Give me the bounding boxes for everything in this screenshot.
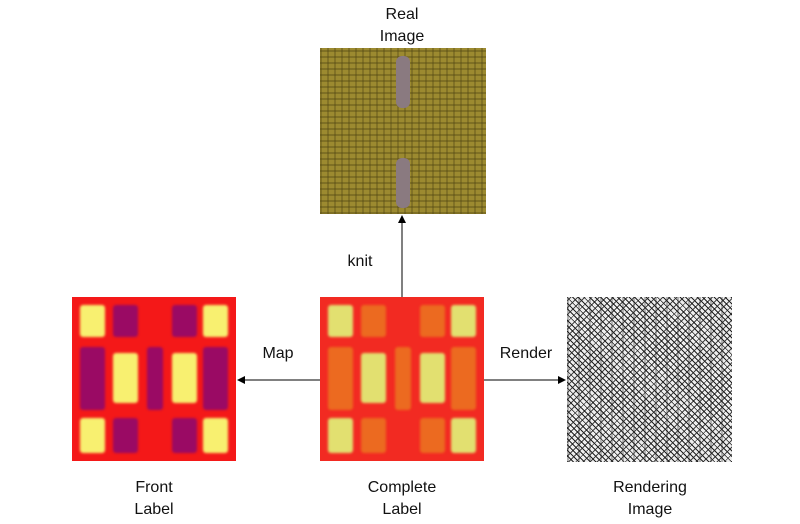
orange-cell <box>420 305 445 337</box>
orange-cell <box>395 347 411 410</box>
yellow-cell <box>451 305 476 337</box>
front-label-image <box>72 297 236 461</box>
orange-cell <box>420 418 445 453</box>
front-label-title-line2: Label <box>134 501 174 518</box>
rendering-image-title-line1: Rendering <box>613 479 687 496</box>
knit-label: knit <box>347 253 373 270</box>
real-image <box>320 48 486 214</box>
map-label: Map <box>262 345 294 362</box>
yellow-cell <box>361 353 386 403</box>
render-label: Render <box>499 345 553 362</box>
yellow-cell <box>328 418 353 453</box>
orange-cell <box>361 305 386 337</box>
yellow-cell <box>113 353 138 403</box>
complete-label-image <box>320 297 484 461</box>
orange-cell <box>451 347 476 410</box>
purple-cell <box>172 305 197 337</box>
yellow-cell <box>451 418 476 453</box>
yellow-cell <box>420 353 445 403</box>
real-image-stripe <box>396 158 410 208</box>
real-image-title-line1: Real <box>385 6 419 23</box>
yellow-cell <box>80 305 105 337</box>
purple-cell <box>172 418 197 453</box>
orange-cell <box>361 418 386 453</box>
yellow-cell <box>203 418 228 453</box>
yellow-cell <box>203 305 228 337</box>
rendering-image <box>567 297 732 462</box>
front-label-title-line1: Front <box>135 479 173 496</box>
real-image-title-line2: Image <box>379 28 425 45</box>
orange-cell <box>328 347 353 410</box>
real-image-stripe <box>396 56 410 108</box>
purple-cell <box>203 347 228 410</box>
complete-label-title-line1: Complete <box>367 479 437 496</box>
purple-cell <box>113 418 138 453</box>
purple-cell <box>80 347 105 410</box>
rendering-image-title-line2: Image <box>627 501 673 518</box>
yellow-cell <box>172 353 197 403</box>
yellow-cell <box>80 418 105 453</box>
purple-cell <box>147 347 163 410</box>
complete-label-title-line2: Label <box>382 501 422 518</box>
purple-cell <box>113 305 138 337</box>
yellow-cell <box>328 305 353 337</box>
